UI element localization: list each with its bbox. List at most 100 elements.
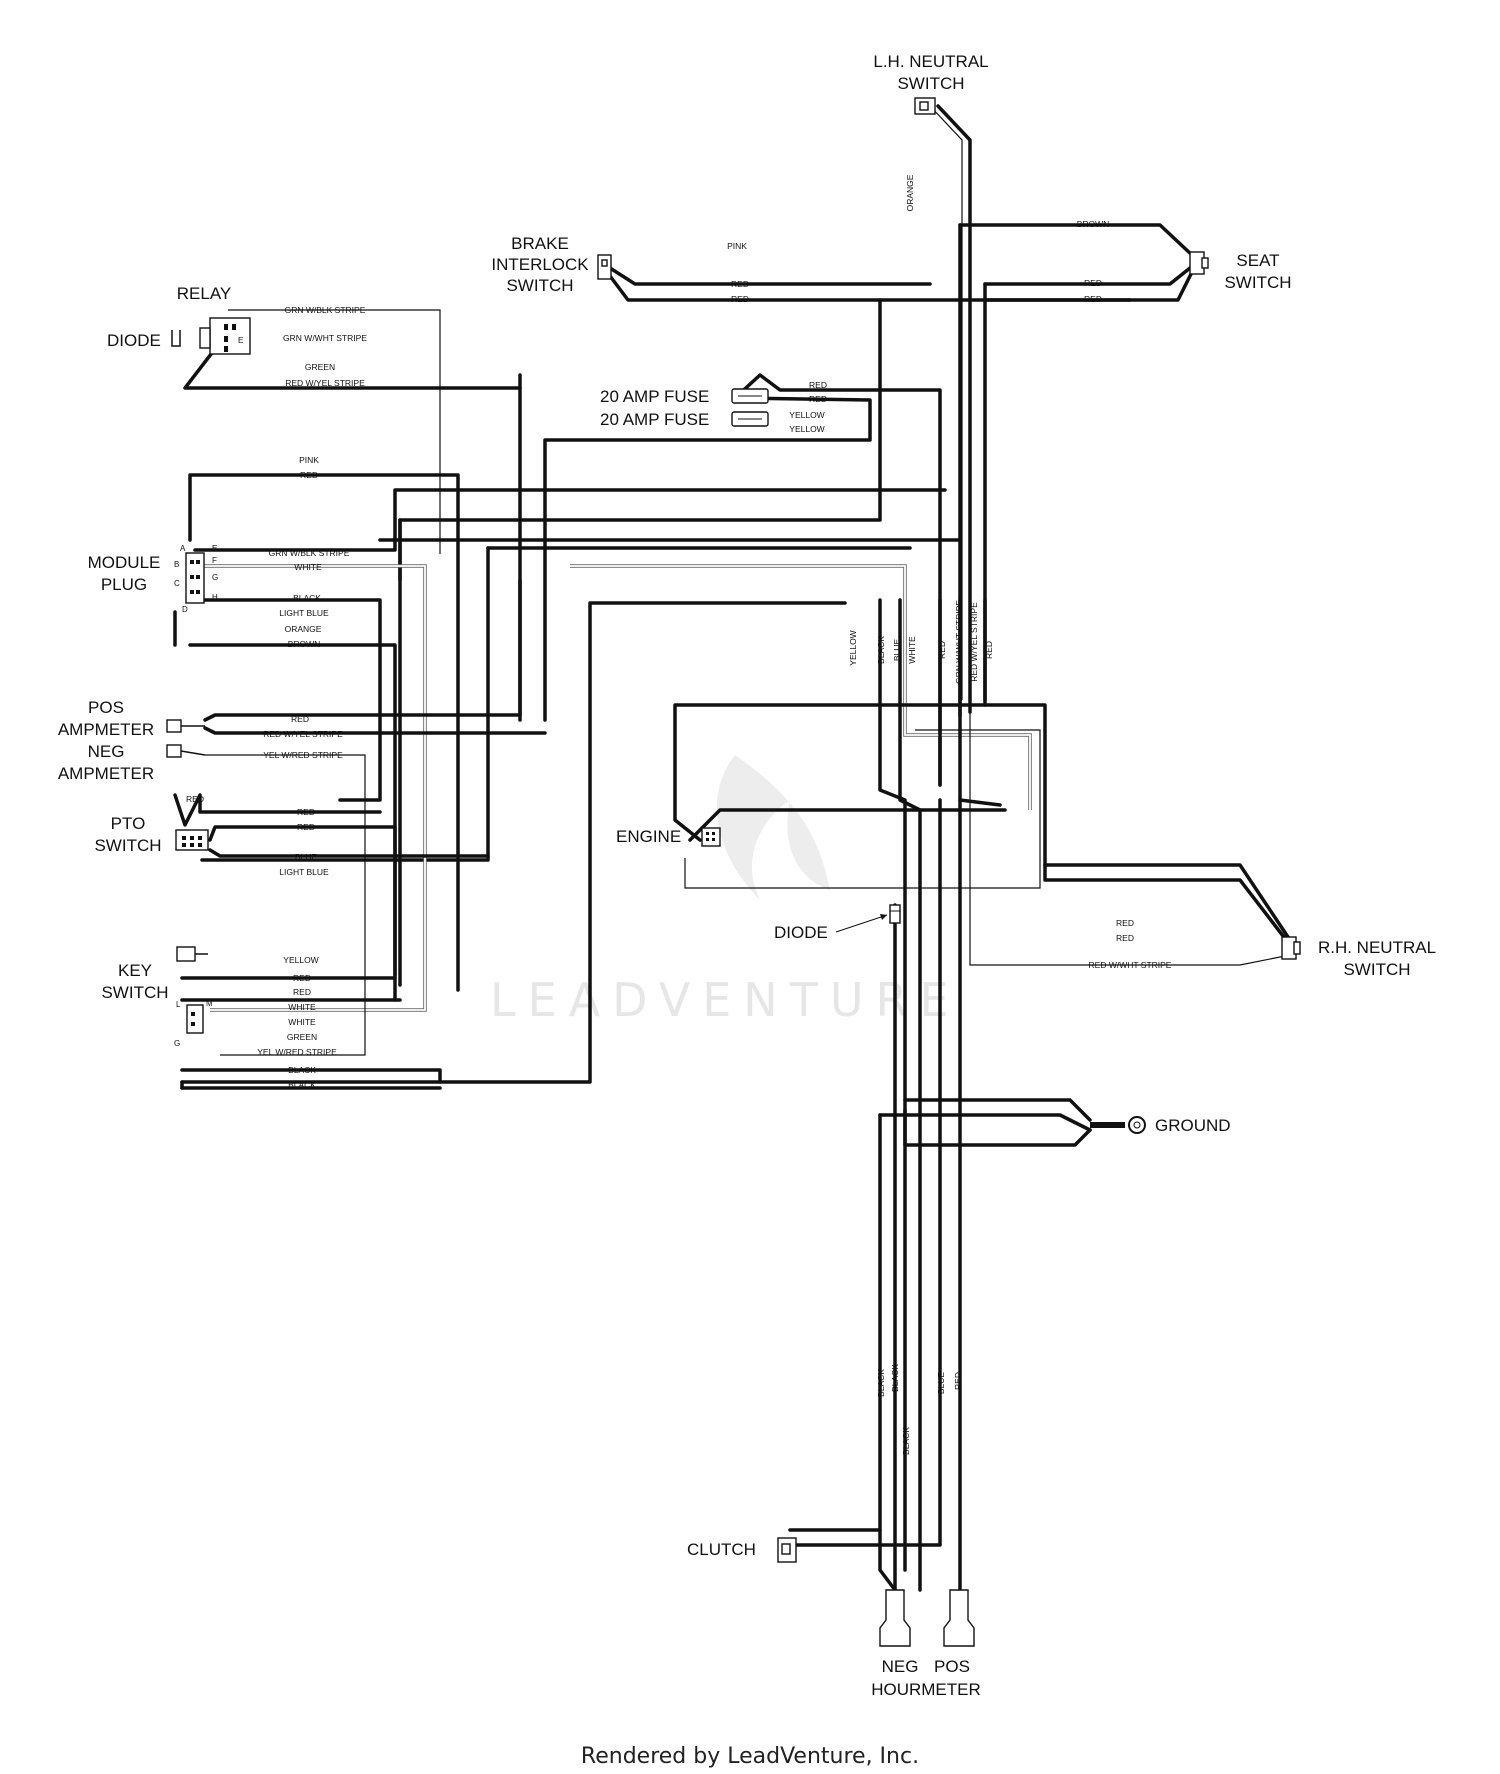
wire-label: RED	[297, 822, 315, 832]
wire-label: RED	[293, 987, 311, 997]
wire-label: RED	[297, 807, 315, 817]
key-terminal-m: M	[206, 999, 213, 1008]
watermark-text: LEADVENTURE	[490, 973, 961, 1027]
brake-interlock-label-1: BRAKE	[511, 234, 569, 253]
ground: GROUND	[1090, 1116, 1231, 1135]
fuse-1: 20 AMP FUSE	[600, 387, 769, 406]
wire-label: BLACK	[288, 1080, 316, 1090]
engine-diode-label: DIODE	[774, 923, 828, 942]
key-switch-label-2: SWITCH	[101, 983, 168, 1002]
wire-label: LIGHT BLUE	[279, 867, 329, 877]
wire-label: RED	[953, 1372, 963, 1390]
engine-label: ENGINE	[616, 827, 681, 846]
brake-interlock-label-2: INTERLOCK	[491, 255, 589, 274]
key-switch: L M G KEY SWITCH	[101, 946, 213, 1048]
wire-label: BLUE	[936, 1372, 946, 1395]
wire-label: YELLOW	[283, 955, 318, 965]
clutch: CLUTCH	[687, 1537, 797, 1563]
pos-ampmeter-label-1: POS	[88, 698, 124, 717]
wire-label: PINK	[727, 241, 747, 251]
module-terminal-e: E	[212, 544, 217, 553]
wire-label: RED W/YEL STRIPE	[969, 602, 979, 682]
wire-label: BLACK	[876, 1369, 886, 1397]
module-terminal-c: C	[174, 579, 180, 588]
wire-label: YELLOW	[789, 424, 824, 434]
wire-label: BROWN	[1077, 219, 1110, 229]
wire-label: WHITE	[288, 1002, 316, 1012]
rh-neutral-switch-label-2: SWITCH	[1343, 960, 1410, 979]
module-terminal-f: F	[212, 556, 217, 565]
wire-label: YEL W/RED STRIPE	[257, 1047, 337, 1057]
relay-terminal-e: E	[238, 336, 243, 345]
wire-label: WHITE	[288, 1017, 316, 1027]
hourmeter-neg-label: NEG	[882, 1657, 919, 1676]
ground-label: GROUND	[1155, 1116, 1231, 1135]
wire-label: GREEN	[287, 1032, 317, 1042]
module-terminal-g: G	[212, 573, 218, 582]
wire-label: RED	[731, 279, 749, 289]
neg-ampmeter: NEG AMPMETER	[58, 742, 206, 783]
wire-label: LIGHT BLUE	[279, 608, 329, 618]
key-terminal-g: G	[174, 1039, 180, 1048]
seat-switch-label-1: SEAT	[1236, 251, 1279, 270]
brake-interlock-switch: BRAKE INTERLOCK SWITCH	[491, 234, 612, 295]
wire-label: RED	[1084, 278, 1102, 288]
wire-label: YELLOW	[848, 630, 858, 665]
hourmeter-label: HOURMETER	[871, 1680, 981, 1699]
wire-label: BLUE	[892, 639, 902, 662]
wire-label: WHITE	[294, 562, 322, 572]
hourmeter: NEG POS HOURMETER	[871, 1589, 981, 1699]
wire-label: RED	[1084, 294, 1102, 304]
wire-label: RED	[984, 641, 994, 659]
pto-switch-label-1: PTO	[111, 814, 146, 833]
wire-label: RED	[291, 714, 309, 724]
relay-diode-label: DIODE	[107, 331, 161, 350]
fuse-2-label: 20 AMP FUSE	[600, 410, 709, 429]
wire-label: YEL W/RED STRIPE	[263, 750, 343, 760]
relay-label: RELAY	[177, 284, 232, 303]
wire-label: RED	[1116, 918, 1134, 928]
pos-ampmeter: POS AMPMETER	[58, 698, 205, 739]
relay: E RELAY	[177, 284, 251, 355]
pos-ampmeter-label-2: AMPMETER	[58, 720, 154, 739]
wire-label: RED	[300, 470, 318, 480]
fuse-2: 20 AMP FUSE	[600, 410, 769, 429]
wire-label: GREEN	[305, 362, 335, 372]
wire-harness	[173, 104, 1292, 1592]
neg-ampmeter-label-2: AMPMETER	[58, 764, 154, 783]
wire-label: RED	[293, 973, 311, 983]
wire-labels: GRN W/BLK STRIPE GRN W/WHT STRIPE GREEN …	[186, 174, 1172, 1455]
leadventure-watermark: LEADVENTURE	[490, 755, 961, 1027]
wire-label: ORANGE	[285, 624, 322, 634]
wire-label: BLACK	[890, 1364, 900, 1392]
seat-switch: SEAT SWITCH	[1189, 251, 1292, 292]
lh-neutral-switch-label-1: L.H. NEUTRAL	[873, 52, 988, 71]
engine: ENGINE	[616, 827, 721, 847]
hourmeter-pos-label: POS	[934, 1657, 970, 1676]
module-plug-label-2: PLUG	[101, 575, 147, 594]
wire-label: WHITE	[907, 636, 917, 664]
wire-label: BLACK	[288, 1065, 316, 1075]
lh-neutral-switch-label-2: SWITCH	[897, 74, 964, 93]
module-terminal-d: D	[182, 605, 188, 614]
wire-label: PINK	[299, 455, 319, 465]
wire-label: RED	[809, 394, 827, 404]
module-plug-label-1: MODULE	[88, 553, 161, 572]
wire-label: BLACK	[293, 593, 321, 603]
wire-label: BROWN	[288, 639, 321, 649]
pto-switch-label-2: SWITCH	[94, 836, 161, 855]
wire-label: ORANGE	[905, 174, 915, 211]
module-plug: A B C D E F G H MODULE PLUG	[88, 544, 219, 614]
wire-label: BLACK	[901, 1427, 911, 1455]
engine-diode: DIODE	[774, 904, 901, 942]
credit-text: Rendered by LeadVenture, Inc.	[581, 1744, 919, 1769]
wire-label: RED	[809, 380, 827, 390]
seat-switch-label-2: SWITCH	[1224, 273, 1291, 292]
pto-switch: PTO SWITCH	[94, 814, 209, 855]
lh-neutral-switch: L.H. NEUTRAL SWITCH	[873, 52, 989, 115]
wire-label: RED W/WHT STRIPE	[1089, 960, 1172, 970]
clutch-label: CLUTCH	[687, 1540, 756, 1559]
rh-neutral-switch: R.H. NEUTRAL SWITCH	[1281, 936, 1436, 979]
wire-label: RED W/YEL STRIPE	[263, 729, 343, 739]
wire-label: RED	[731, 294, 749, 304]
